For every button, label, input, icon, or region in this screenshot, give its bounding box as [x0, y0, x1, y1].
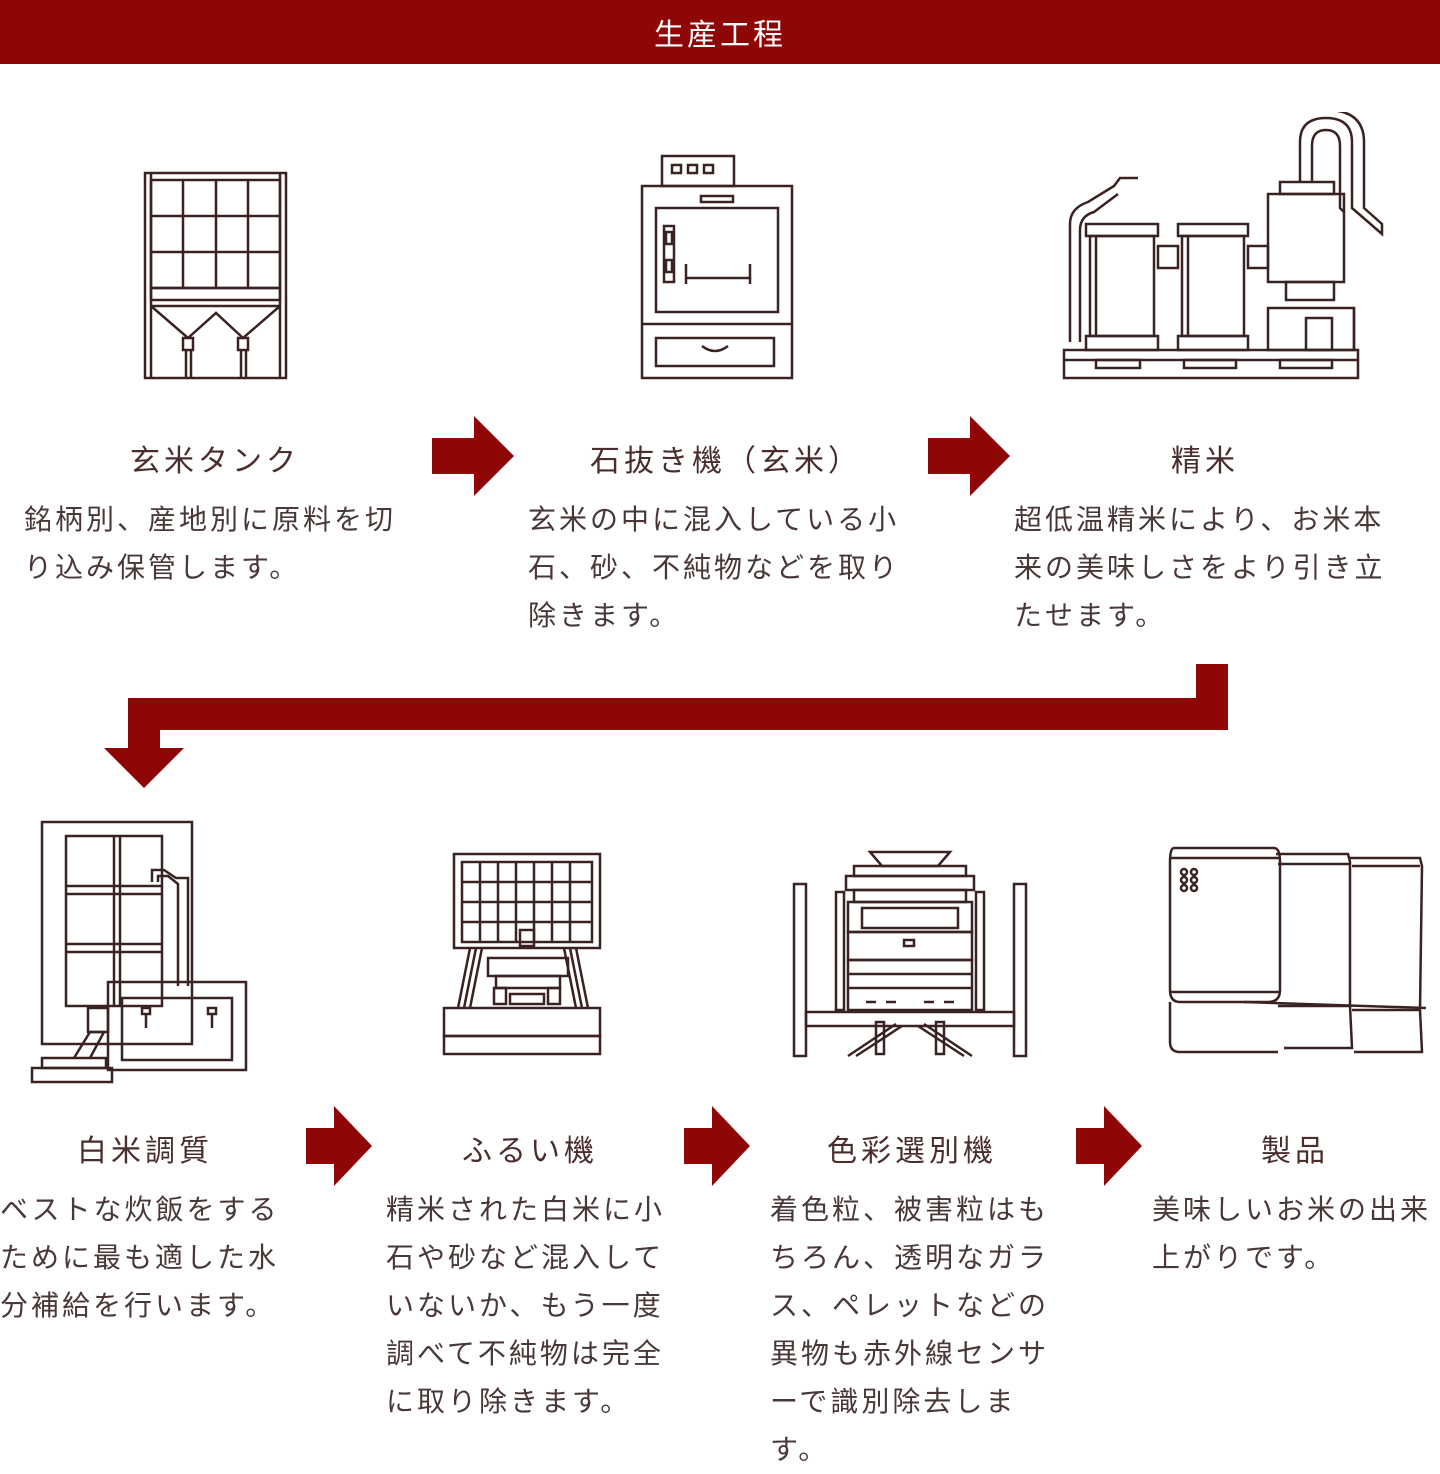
step-title-polishing: 精米 — [1171, 444, 1239, 479]
brown-rice-tank-icon — [138, 168, 298, 384]
step-title-color-sorter: 色彩選別機 — [827, 1134, 997, 1169]
arrow-right-icon — [684, 1106, 750, 1186]
rice-polishing-machine-icon — [1060, 112, 1390, 384]
step-desc-brown-rice-tank: 銘柄別、産地別に原料を切り込み保管します。 — [24, 503, 397, 584]
moisture-conditioner-icon — [28, 818, 252, 1090]
sieve-machine-icon — [440, 850, 604, 1060]
step-title-brown-rice-tank: 玄米タンク — [130, 444, 300, 479]
color-sorter-icon — [788, 846, 1038, 1060]
rice-bags-icon — [1164, 842, 1426, 1064]
page-title: 生産工程 — [654, 18, 786, 53]
step-desc-product: 美味しいお米の出来上がりです。 — [1152, 1193, 1432, 1274]
destoner-machine-icon — [638, 152, 798, 384]
header-bar: 生産工程 — [0, 0, 1440, 64]
step-title-destoner: 石抜き機（玄米） — [590, 444, 862, 479]
step-title-sieve: ふるい機 — [462, 1134, 598, 1169]
arrow-right-icon — [928, 416, 1010, 496]
step-title-product: 製品 — [1261, 1134, 1329, 1169]
step-desc-destoner: 玄米の中に混入している小石、砂、不純物などを取り除きます。 — [528, 503, 901, 632]
arrow-right-icon — [432, 416, 514, 496]
step-desc-color-sorter: 着色粒、被害粒はもちろん、透明なガラス、ペレットなどの異物も赤外線センサーで識別… — [770, 1193, 1050, 1466]
step-desc-polishing: 超低温精米により、お米本来の美味しさをより引き立たせます。 — [1014, 503, 1386, 632]
step-desc-sieve: 精米された白米に小石や砂など混入していないか、もう一度調べて不純物は完全に取り除… — [386, 1193, 666, 1418]
arrow-right-icon — [306, 1106, 372, 1186]
arrow-right-icon — [1076, 1106, 1142, 1186]
step-title-conditioning: 白米調質 — [77, 1134, 213, 1169]
step-desc-conditioning: ベストな炊飯をするために最も適した水分補給を行います。 — [0, 1193, 280, 1322]
row-connector-arrow-icon — [104, 664, 1228, 788]
